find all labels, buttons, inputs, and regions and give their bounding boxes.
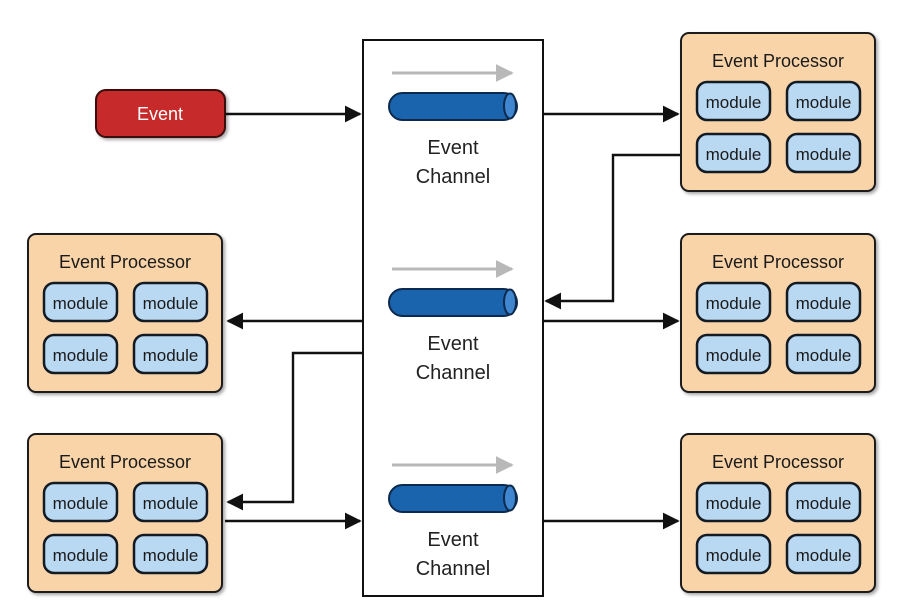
module-label: module <box>796 93 852 112</box>
module-label: module <box>53 494 109 513</box>
channel-pipe-icon <box>388 484 518 513</box>
event-node-shape <box>95 89 226 138</box>
module-box <box>42 481 119 523</box>
channel-pipe-end <box>503 484 517 512</box>
module-box <box>695 80 772 122</box>
module-label: module <box>53 346 109 365</box>
module-label: module <box>706 494 762 513</box>
module-box <box>785 481 862 523</box>
module-box <box>42 333 119 375</box>
module-box <box>785 281 862 323</box>
channel-label-line1: Event <box>427 333 479 355</box>
module-2[interactable]: module <box>132 281 209 323</box>
processor-tr-to-channel-2-arrow <box>544 153 681 310</box>
module-label: module <box>706 346 762 365</box>
connectors <box>225 105 681 530</box>
channel-pipe-icon <box>388 92 518 121</box>
module-label: module <box>706 294 762 313</box>
processor-title: Event Processor <box>59 452 191 472</box>
module-label: module <box>706 93 762 112</box>
module-box <box>785 80 862 122</box>
module-box <box>695 132 772 174</box>
module-3[interactable]: module <box>42 533 119 575</box>
channel-2-to-processor-bl-arrow <box>226 351 363 511</box>
module-box <box>695 333 772 375</box>
channel-label-line1: Event <box>427 529 479 551</box>
module-box <box>132 481 209 523</box>
module-2[interactable]: module <box>785 281 862 323</box>
module-1[interactable]: module <box>695 80 772 122</box>
module-box <box>695 281 772 323</box>
module-4[interactable]: module <box>132 333 209 375</box>
event-processor-middle-left[interactable]: Event Processor module module module module <box>27 233 223 393</box>
event-processor-bottom-left[interactable]: Event Processor module module module module <box>27 433 223 593</box>
module-4[interactable]: module <box>785 132 862 174</box>
event-processor-middle-right[interactable]: Event Processor module module module module <box>680 233 876 393</box>
module-3[interactable]: module <box>42 333 119 375</box>
module-1[interactable]: module <box>695 481 772 523</box>
module-label: module <box>143 346 199 365</box>
module-label: module <box>53 546 109 565</box>
module-1[interactable]: module <box>42 281 119 323</box>
module-box <box>42 533 119 575</box>
module-2[interactable]: module <box>785 481 862 523</box>
channel-label-line2: Channel <box>416 362 491 384</box>
module-3[interactable]: module <box>695 533 772 575</box>
channel-pipe-end <box>503 92 517 120</box>
module-4[interactable]: module <box>785 533 862 575</box>
event-node[interactable]: Event <box>95 89 226 138</box>
module-1[interactable]: module <box>42 481 119 523</box>
event-processor-top-right[interactable]: Event Processor module module module module <box>680 32 876 192</box>
processor-title: Event Processor <box>712 452 844 472</box>
processor-title: Event Processor <box>712 252 844 272</box>
module-box <box>42 281 119 323</box>
module-4[interactable]: module <box>132 533 209 575</box>
module-3[interactable]: module <box>695 333 772 375</box>
channel-label-line1: Event <box>427 137 479 159</box>
module-4[interactable]: module <box>785 333 862 375</box>
module-label: module <box>796 346 852 365</box>
module-label: module <box>796 494 852 513</box>
module-label: module <box>706 145 762 164</box>
channel-pipe-icon <box>388 288 518 317</box>
module-box <box>132 533 209 575</box>
module-3[interactable]: module <box>695 132 772 174</box>
module-label: module <box>706 546 762 565</box>
channel-pipe-end <box>503 288 517 316</box>
module-label: module <box>796 546 852 565</box>
module-box <box>132 281 209 323</box>
module-box <box>785 533 862 575</box>
module-label: module <box>143 546 199 565</box>
event-label: Event <box>137 104 183 124</box>
processor-title: Event Processor <box>59 252 191 272</box>
channel-label-line2: Channel <box>416 166 491 188</box>
module-label: module <box>143 494 199 513</box>
processor-title: Event Processor <box>712 51 844 71</box>
module-2[interactable]: module <box>132 481 209 523</box>
module-1[interactable]: module <box>695 281 772 323</box>
module-label: module <box>796 294 852 313</box>
module-label: module <box>796 145 852 164</box>
module-box <box>785 333 862 375</box>
module-box <box>785 132 862 174</box>
module-label: module <box>143 294 199 313</box>
event-processor-bottom-right[interactable]: Event Processor module module module module <box>680 433 876 593</box>
module-label: module <box>53 294 109 313</box>
channel-label-line2: Channel <box>416 558 491 580</box>
module-box <box>695 481 772 523</box>
module-box <box>695 533 772 575</box>
module-box <box>132 333 209 375</box>
module-2[interactable]: module <box>785 80 862 122</box>
